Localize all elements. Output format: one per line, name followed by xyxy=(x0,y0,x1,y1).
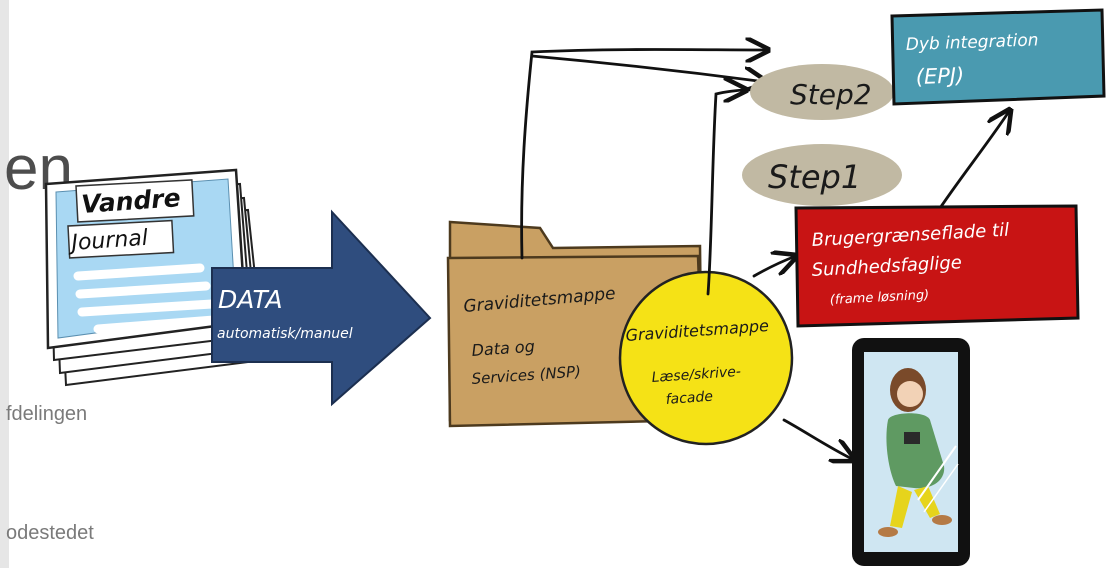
epj-line1: Dyb integration xyxy=(905,30,1038,55)
journal-title-line2: Journal xyxy=(67,226,149,257)
epj-integration-box: Dyb integration (EPJ) xyxy=(890,8,1106,106)
left-margin-bar xyxy=(0,0,9,568)
step2-label: Step2 xyxy=(790,78,872,111)
ui-box-line3: (frame løsning) xyxy=(829,288,929,308)
step2-oval: Step2 xyxy=(750,64,894,120)
facade-line1: Læse/skrive- xyxy=(651,364,741,386)
step1-label: Step1 xyxy=(768,158,861,196)
graviditetsmappe-facade: Graviditetsmappe Læse/skrive- facade xyxy=(618,270,794,446)
data-flow-arrow: DATA automatisk/manuel xyxy=(211,209,432,407)
bullet-item-1: fdelingen xyxy=(6,403,88,425)
step1-oval: Step1 xyxy=(742,144,902,206)
facade-line2: facade xyxy=(665,389,713,408)
phone-illustration xyxy=(852,338,970,566)
vandre-journal-stack: Vandre Journal xyxy=(44,168,266,387)
brugergraenseflade-box: Brugergrænseflade til Sundhedsfaglige (f… xyxy=(794,204,1080,328)
journal-title-line1: Vandre xyxy=(80,183,181,219)
data-arrow-label: DATA xyxy=(218,285,283,314)
bullet-item-2: odestedet xyxy=(6,522,94,544)
flow-connectors xyxy=(520,50,1010,461)
folder-line1: Data og xyxy=(471,337,535,360)
pregnant-woman-figure xyxy=(878,368,952,537)
data-arrow-sublabel: automatisk/manuel xyxy=(217,326,353,342)
epj-line2: (EPJ) xyxy=(915,63,964,89)
